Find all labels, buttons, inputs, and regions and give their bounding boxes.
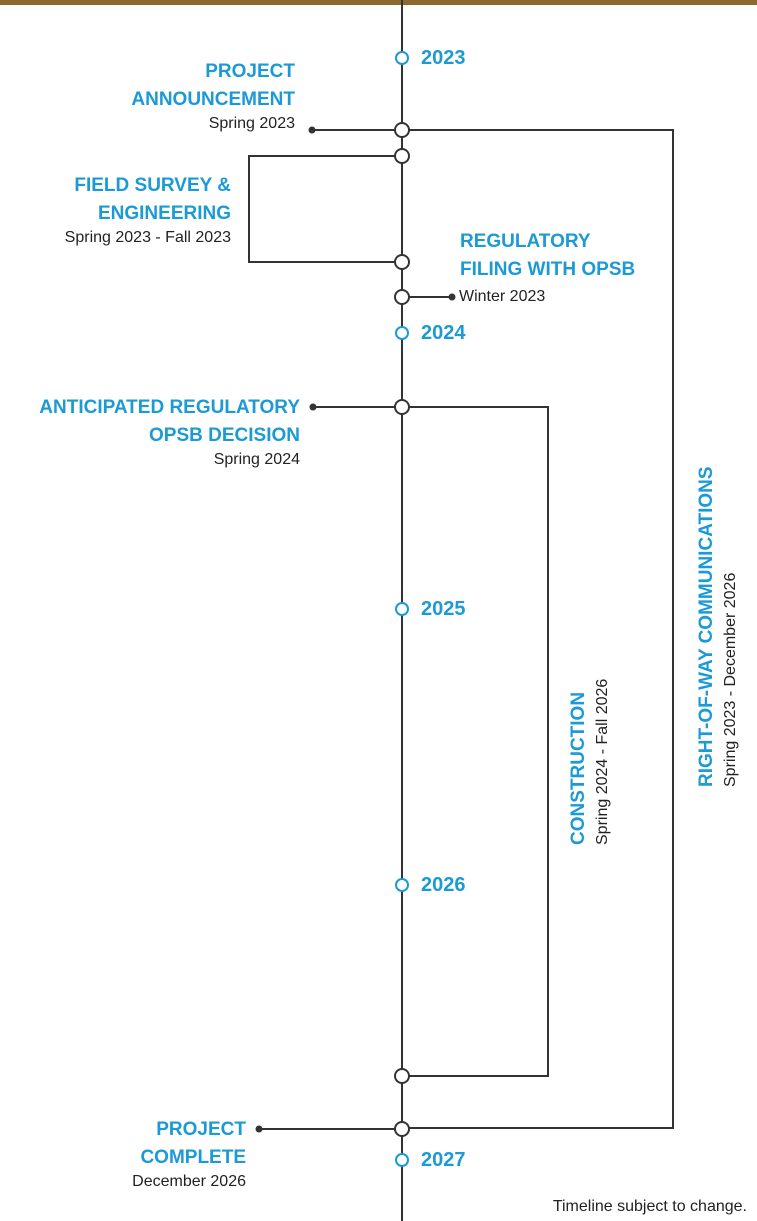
year-marker-2024 [395,326,409,340]
complete-title-line2: COMPLETE [140,1147,246,1168]
announcement-title-line2: ANNOUNCEMENT [131,89,295,110]
header-band [0,0,757,5]
right-of-way-date: Spring 2023 - December 2026 [722,572,739,787]
right-of-way-bracket [402,129,674,1129]
year-label-2026: 2026 [421,874,466,896]
construction-bracket [402,406,549,1077]
right-of-way-title: RIGHT-OF-WAY COMMUNICATIONS [696,466,717,787]
milestone-field-survey: FIELD SURVEY & ENGINEERING Spring 2023 -… [65,172,231,248]
year-marker-2023 [395,51,409,65]
decision-title-line2: OPSB DECISION [149,425,300,446]
complete-date: December 2026 [132,1173,246,1190]
survey-title-line1: FIELD SURVEY & [74,175,231,196]
survey-date: Spring 2023 - Fall 2023 [64,229,231,246]
milestone-regulatory-filing: REGULATORY FILING WITH OPSB [460,228,635,284]
announcement-dot [308,126,316,134]
milestone-right-of-way: RIGHT-OF-WAY COMMUNICATIONS Spring 2023 … [694,466,742,787]
node-filing [394,289,410,305]
field-survey-bracket [248,155,402,263]
node-decision [394,399,410,415]
complete-dot [255,1125,263,1133]
filing-title-line2: FILING WITH OPSB [460,259,636,280]
node-survey-start [394,148,410,164]
filing-title-line1: REGULATORY [460,231,591,252]
announcement-date: Spring 2023 [208,115,295,132]
year-marker-2025 [395,602,409,616]
node-construction-end [394,1068,410,1084]
filing-date: Winter 2023 [459,288,546,305]
node-survey-end [394,254,410,270]
decision-title-line1: ANTICIPATED REGULATORY [39,397,300,418]
decision-date: Spring 2024 [213,451,300,468]
year-label-2027: 2027 [421,1149,466,1171]
timeline-footnote: Timeline subject to change. [552,1198,747,1215]
milestone-opsb-decision: ANTICIPATED REGULATORY OPSB DECISION Spr… [39,394,300,470]
year-marker-2027 [395,1153,409,1167]
filing-dot [448,293,456,301]
milestone-project-complete: PROJECT COMPLETE December 2026 [132,1116,246,1192]
survey-title-line2: ENGINEERING [97,203,231,224]
construction-title: CONSTRUCTION [568,691,589,845]
decision-dot [309,403,317,411]
complete-title-line1: PROJECT [156,1119,246,1140]
milestone-project-announcement: PROJECT ANNOUNCEMENT Spring 2023 [131,58,295,134]
milestone-construction: CONSTRUCTION Spring 2024 - Fall 2026 [566,679,614,845]
year-label-2023: 2023 [421,47,466,69]
node-complete [394,1121,410,1137]
year-label-2025: 2025 [421,598,466,620]
construction-date: Spring 2024 - Fall 2026 [594,678,611,845]
year-label-2024: 2024 [421,322,466,344]
node-announcement [394,122,410,138]
year-marker-2026 [395,878,409,892]
announcement-title-line1: PROJECT [205,61,295,82]
